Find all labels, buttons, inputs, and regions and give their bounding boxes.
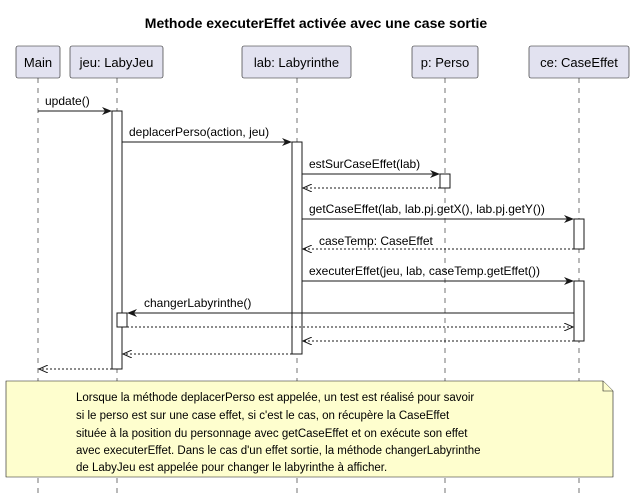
return-casetemp: caseTemp: CaseEffet — [303, 234, 574, 249]
note-fold — [602, 381, 613, 392]
participant-main[interactable]: Main — [15, 45, 61, 79]
message-label: caseTemp: CaseEffet — [319, 234, 434, 248]
activation-jeu-nested — [116, 312, 128, 328]
participant-perso[interactable]: p: Perso — [411, 45, 479, 79]
note-line: de LabyJeu est appelée pour changer le l… — [76, 462, 387, 474]
activation-caseeffet-1 — [573, 218, 585, 250]
participant-label: ce: CaseEffet — [540, 55, 618, 70]
activation-lab — [291, 141, 303, 355]
note-line: située à la position du personnage avec … — [76, 428, 468, 440]
activation-perso — [439, 173, 451, 189]
message-deplacerperso: deplacerPerso(action, jeu) — [122, 125, 292, 146]
participant-labyjeu[interactable]: jeu: LabyJeu — [69, 45, 164, 79]
message-getcaseeffet: getCaseEffet(lab, lab.pj.getX(), lab.pj.… — [302, 202, 574, 223]
participant-caseeffet[interactable]: ce: CaseEffet — [528, 45, 630, 79]
message-label: deplacerPerso(action, jeu) — [129, 125, 269, 139]
note-line: Lorsque la méthode deplacerPerso est app… — [76, 392, 474, 404]
message-update: update() — [38, 94, 112, 115]
participant-labyrinthe[interactable]: lab: Labyrinthe — [241, 45, 352, 79]
participant-label: lab: Labyrinthe — [254, 55, 339, 70]
note-line: si le perso est sur une case effet, si c… — [76, 410, 450, 422]
activation-caseeffet-2 — [573, 280, 585, 342]
message-label: executerEffet(jeu, lab, caseTemp.getEffe… — [309, 264, 540, 278]
diagram-title: Methode executerEffet activée avec une c… — [145, 15, 488, 31]
participant-label: p: Perso — [421, 55, 469, 70]
participant-label: jeu: LabyJeu — [79, 55, 154, 70]
message-estsurcaseeffet: estSurCaseEffet(lab) — [302, 157, 440, 178]
note-box — [5, 380, 614, 478]
message-executereffet: executerEffet(jeu, lab, caseTemp.getEffe… — [302, 264, 574, 285]
activation-jeu — [111, 110, 123, 370]
message-label: update() — [45, 94, 90, 108]
message-changerlabyrinthe: changerLabyrinthe() — [127, 296, 574, 317]
message-label: getCaseEffet(lab, lab.pj.getX(), lab.pj.… — [309, 202, 545, 216]
note-line: avec executerEffet. Dans le cas d'un eff… — [76, 445, 481, 457]
message-label: estSurCaseEffet(lab) — [309, 157, 420, 171]
participant-label: Main — [24, 55, 52, 70]
note: Lorsque la méthode deplacerPerso est app… — [5, 380, 614, 478]
message-label: changerLabyrinthe() — [144, 296, 251, 310]
